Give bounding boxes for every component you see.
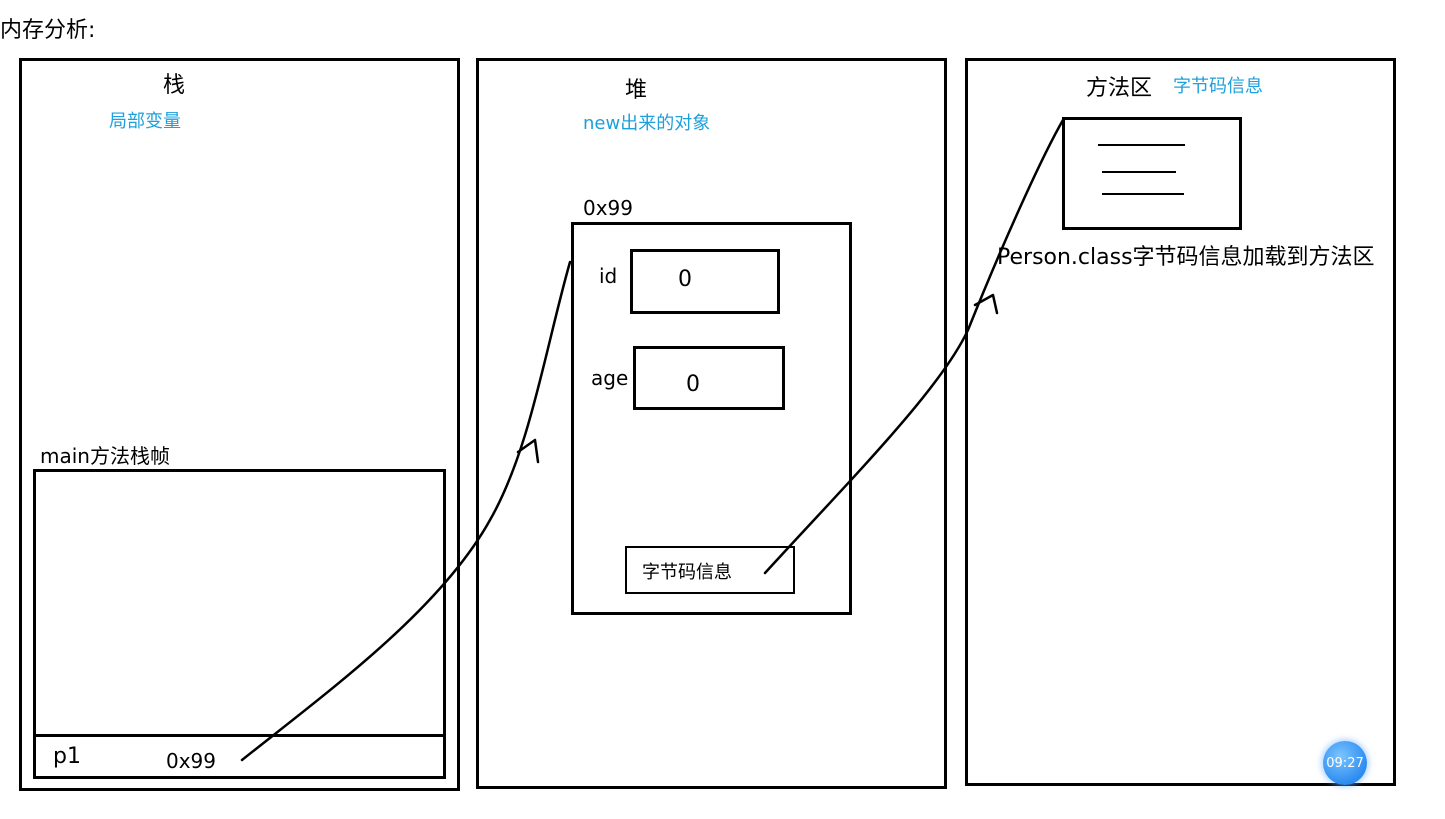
field-id-value: 0 — [678, 267, 692, 292]
main-stack-frame — [33, 469, 446, 779]
var-p1-value: 0x99 — [166, 749, 217, 773]
field-id-name: id — [599, 264, 618, 288]
var-p1-name: p1 — [53, 744, 81, 769]
field-age-value: 0 — [686, 372, 700, 397]
method-area-subtitle: 字节码信息 — [1173, 76, 1263, 97]
class-info-line-3 — [1102, 193, 1184, 195]
frame-divider — [33, 734, 446, 737]
object-address: 0x99 — [583, 196, 634, 220]
class-info-box — [1062, 117, 1242, 230]
stack-subtitle: 局部变量 — [109, 111, 181, 132]
bytecode-ref-label: 字节码信息 — [642, 562, 732, 583]
stack-label: 栈 — [163, 73, 186, 98]
heap-label: 堆 — [625, 78, 648, 103]
class-info-line-2 — [1102, 171, 1176, 173]
field-age-name: age — [591, 366, 629, 390]
timer-badge[interactable]: 09:27 — [1323, 741, 1367, 785]
main-frame-label: main方法栈帧 — [40, 444, 170, 468]
page-title: 内存分析: — [0, 18, 96, 43]
heap-subtitle: new出来的对象 — [583, 113, 711, 134]
field-id-box — [630, 249, 780, 314]
method-area-note: Person.class字节码信息加载到方法区 — [997, 245, 1375, 270]
method-area-label: 方法区 — [1086, 76, 1153, 101]
field-age-box — [633, 346, 785, 410]
class-info-line-1 — [1098, 144, 1185, 146]
